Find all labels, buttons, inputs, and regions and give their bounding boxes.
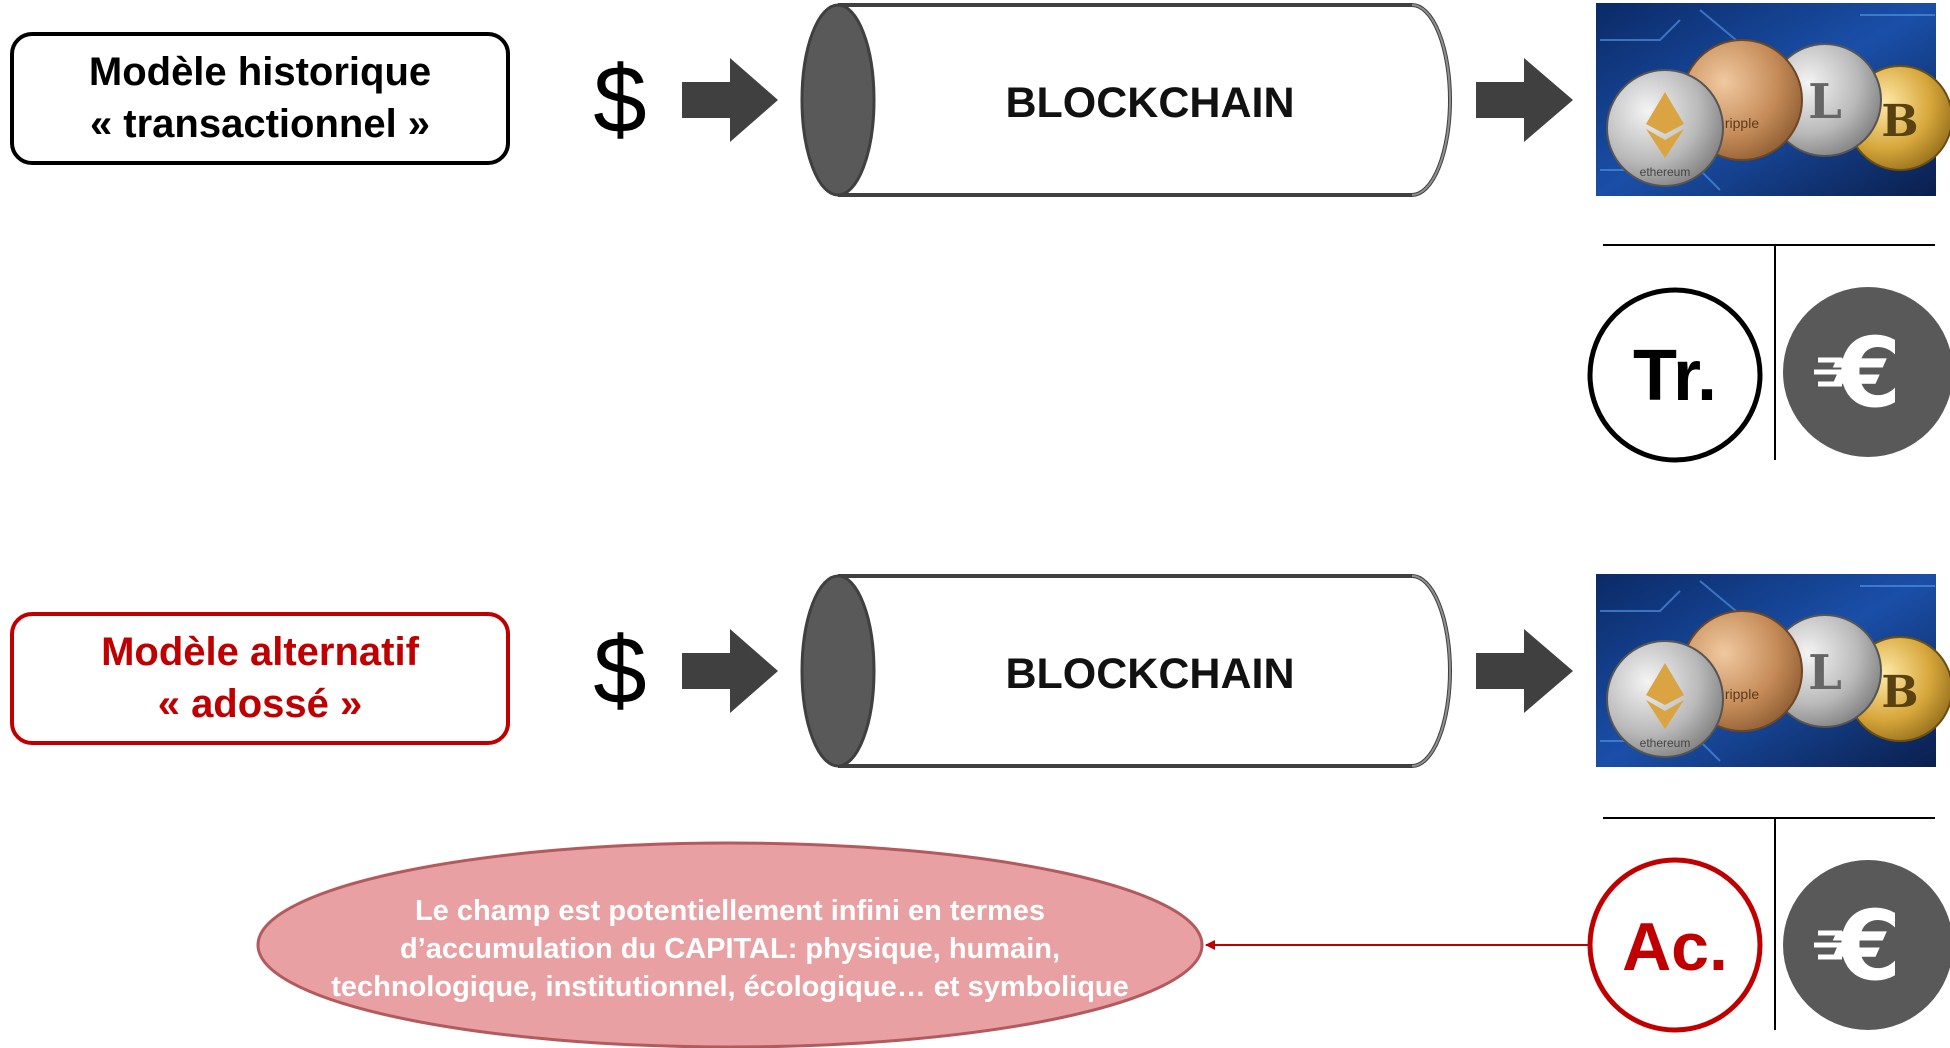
crypto-coins-image: B L ripple ethereum [1596, 574, 1950, 767]
coin-label: B [1881, 96, 1918, 147]
capital-note-text: Le champ est potentiellement infini en t… [331, 895, 1129, 1003]
badge-label: Tr. [1633, 336, 1717, 416]
row-historique: BLOCKCHAIN B L ripple ethereum [682, 3, 1950, 463]
flow-arrow-icon [682, 58, 778, 142]
ethereum-logo-icon [1646, 663, 1684, 729]
euro-icon: € [1783, 860, 1950, 1030]
euro-icon: € [1783, 287, 1950, 457]
capital-note-bubble [256, 841, 1204, 1048]
ethereum-logo-icon [1646, 92, 1684, 158]
model-title: Modèle alternatif [101, 630, 419, 675]
badge-label: Ac. [1622, 909, 1728, 985]
svg-text:€: € [1833, 317, 1902, 429]
model-title: Modèle historique [88, 50, 432, 95]
coin-label: B [1881, 667, 1918, 718]
flow-arrow-icon [1476, 58, 1573, 142]
coin-label: ethereum [1640, 165, 1691, 179]
flow-arrow-icon [1476, 629, 1573, 713]
pipe-label: BLOCKCHAIN [1005, 650, 1294, 698]
svg-text:€: € [1833, 890, 1902, 1002]
blockchain-pipe: BLOCKCHAIN [800, 3, 1452, 197]
coin-label: L [1808, 74, 1842, 130]
model-subtitle: « transactionnel » [89, 101, 431, 146]
pipe-label: BLOCKCHAIN [1005, 79, 1294, 127]
blockchain-pipe: BLOCKCHAIN [800, 574, 1452, 768]
model-historique-box: Modèle historique « transactionnel » [10, 32, 510, 165]
dollar-icon: $ [593, 617, 647, 724]
badge-accumulation [1587, 857, 1763, 1033]
flow-arrow-icon [682, 629, 778, 713]
row-alternatif: BLOCKCHAIN B L ripple ethereum Ac. [682, 574, 1950, 1033]
coin-label: ripple [1725, 115, 1759, 131]
dollar-icon: $ [593, 46, 647, 153]
coin-label: L [1808, 645, 1842, 701]
coin-label: ripple [1725, 686, 1759, 702]
coin-label: ethereum [1640, 736, 1691, 750]
badge-transaction [1587, 287, 1763, 463]
crypto-coins-image: B L ripple ethereum [1596, 3, 1950, 196]
model-subtitle: « adossé » [157, 681, 363, 726]
model-alternatif-box: Modèle alternatif « adossé » [10, 612, 510, 745]
